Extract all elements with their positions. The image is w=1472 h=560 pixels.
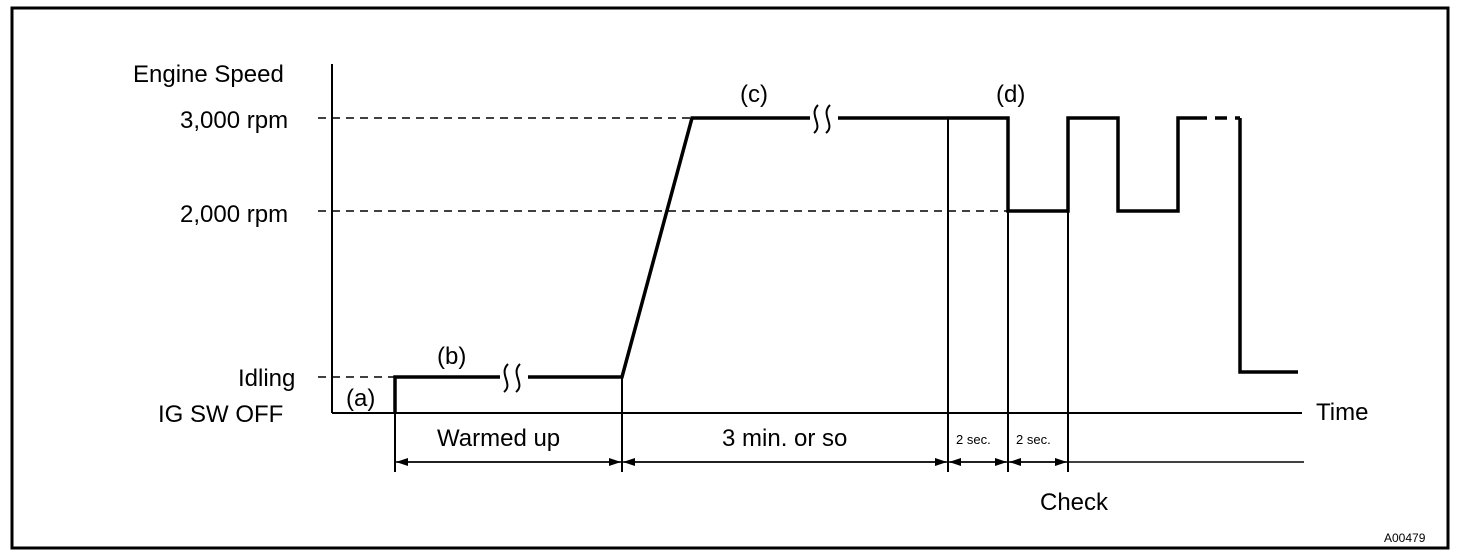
duration-3min: 3 min. or so (722, 425, 847, 452)
check-label: Check (1040, 489, 1109, 516)
level-2000-label: 2,000 rpm (180, 201, 288, 228)
figure-border (10, 6, 1450, 550)
duration-2sec-2: 2 sec. (1016, 432, 1051, 447)
stage-a-label: (a) (346, 385, 375, 412)
level-3000-label: 3,000 rpm (180, 107, 288, 134)
duration-2sec-1: 2 sec. (956, 432, 991, 447)
time-break-c (810, 103, 838, 134)
stage-d-label: (d) (996, 81, 1025, 108)
duration-warmed-up: Warmed up (437, 425, 560, 452)
y-axis-title: Engine Speed (133, 61, 284, 88)
stage-b-label: (b) (437, 343, 466, 370)
level-idling-label: Idling (238, 365, 295, 392)
level-ig-sw-off-label: IG SW OFF (158, 401, 283, 428)
x-axis-title: Time (1316, 399, 1368, 426)
stage-c-label: (c) (740, 81, 768, 108)
speed-trace-end (1238, 118, 1298, 374)
time-break-b (500, 362, 528, 393)
figure-code: A00479 (1384, 531, 1426, 545)
